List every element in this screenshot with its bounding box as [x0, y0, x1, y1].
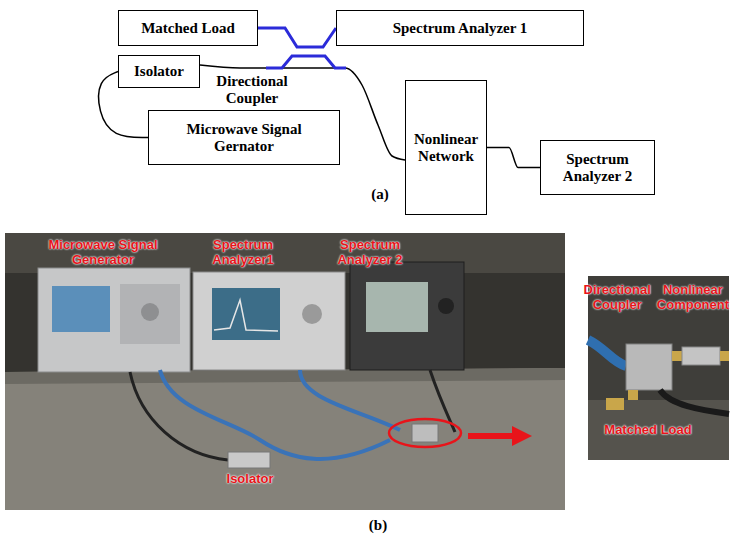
photo-label: Spectrum Analyzer 2 [330, 237, 410, 267]
wall [5, 233, 565, 273]
cable-line [487, 148, 540, 168]
panel-label: (b) [369, 517, 387, 534]
box-text: Spectrum Analyzer 1 [393, 20, 528, 37]
isolator-photo [228, 452, 270, 468]
component-label: Directional Coupler [216, 73, 287, 107]
coupler-photo [412, 424, 438, 442]
sma-connector [672, 351, 682, 361]
analyzer-1-knob [302, 304, 322, 324]
sma-connector [628, 390, 638, 400]
blue-cable [588, 340, 626, 366]
generator-screen [52, 286, 110, 332]
analyzer-trace [214, 300, 278, 331]
photo-label: Nonlinear Component [657, 282, 729, 312]
photo-label: Isolator [227, 471, 274, 486]
analyzer-1-screen [212, 288, 280, 340]
bench [5, 368, 565, 510]
photo-label: Microwave Signal Generator [41, 237, 166, 267]
load-box: Matched Load [118, 10, 258, 46]
generator-knob [141, 303, 159, 321]
nonlinear-component-photo [682, 347, 720, 365]
photo-label: Directional Coupler [584, 282, 651, 312]
spectrum-analyzer-1 [193, 272, 345, 370]
spectrum-analyzer-2 [350, 262, 464, 370]
cable [300, 370, 400, 430]
matched-load-photo [606, 398, 624, 410]
panel-label: (a) [371, 186, 389, 203]
box-text: Isolator [134, 63, 184, 80]
black-cable [660, 390, 729, 414]
cable [130, 372, 228, 460]
isolator-box: Isolator [118, 55, 200, 88]
box-text: Spectrum Analyzer 2 [545, 151, 650, 184]
lab-photo [5, 233, 565, 510]
generator-keypad [120, 284, 180, 344]
coupler-line [258, 28, 336, 47]
photo-label: Spectrum Analyzer1 [203, 237, 283, 267]
analyzer-2-screen [366, 282, 428, 332]
analyzer-box: Spectrum Analyzer 1 [336, 10, 584, 46]
coupler-photo [626, 344, 672, 390]
pointer-arrow [468, 433, 516, 439]
highlight-ellipse [389, 419, 461, 447]
signal-generator [38, 268, 190, 372]
sma-connector [720, 351, 729, 361]
analyzer-box: Spectrum Analyzer 2 [540, 140, 655, 195]
coupler-line [266, 56, 346, 68]
network-box: Nonlinear Network [405, 80, 487, 215]
photo-background [5, 233, 565, 510]
generator-box: Microwave Signal Gernator [148, 110, 340, 165]
box-text: Matched Load [141, 20, 235, 37]
cable [160, 370, 390, 459]
analyzer-2-knob [438, 298, 454, 314]
box-text: Nonlinear Network [410, 131, 482, 164]
pointer-arrowhead [512, 426, 532, 446]
box-text: Microwave Signal Gernator [184, 121, 304, 154]
photo-label: Matched Load [604, 422, 691, 437]
